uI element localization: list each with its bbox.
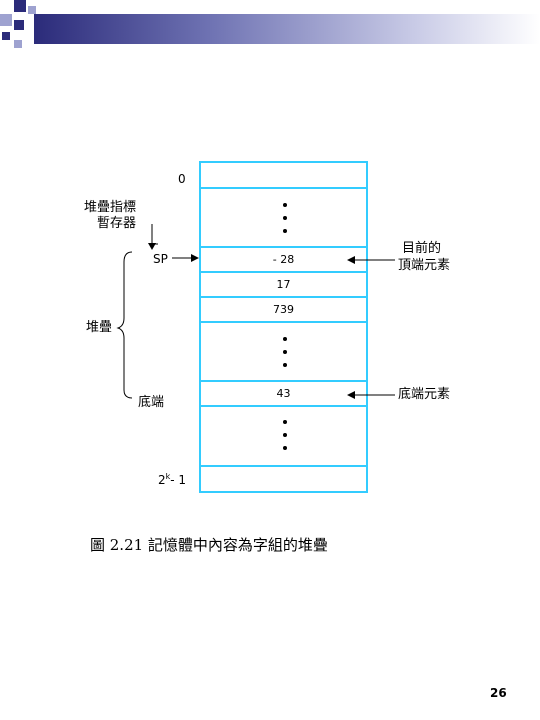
stack-label: 堆疊 (86, 320, 113, 335)
header-gradient-bar (34, 14, 540, 44)
address-top: 0 (178, 172, 186, 186)
ellipsis-dot (283, 363, 287, 367)
stack-cell-top: - 28 (272, 253, 295, 266)
ellipsis-dot (283, 446, 287, 450)
pointer-connector (151, 224, 158, 245)
stack-brace (116, 251, 133, 399)
pointer-register-label-line1: 堆疊指標 (84, 200, 137, 215)
ellipsis-dot (283, 203, 287, 207)
ellipsis-dot (283, 216, 287, 220)
stack-cell: 17 (276, 278, 291, 291)
page-number: 26 (490, 686, 507, 700)
figure-caption: 圖 2.21 記憶體中內容為字組的堆疊 (90, 536, 328, 554)
address-bottom: 2k- 1 (158, 472, 187, 487)
top-element-arrowhead (347, 256, 355, 264)
top-element-label-line2: 頂端元素 (398, 258, 451, 273)
stack-cell-bottom: 43 (276, 387, 291, 400)
ellipsis-dot (283, 433, 287, 437)
sp-arrowhead (191, 254, 199, 262)
bottom-element-arrowhead (347, 391, 355, 399)
bottom-label: 底端 (138, 395, 165, 410)
decorative-squares (0, 0, 60, 60)
ellipsis-dot (283, 350, 287, 354)
ellipsis-dot (283, 229, 287, 233)
sp-label: SP (153, 252, 168, 266)
pointer-register-label-line2: 暫存器 (97, 216, 137, 231)
stack-cell: 739 (273, 303, 294, 316)
memory-block (199, 161, 368, 493)
bottom-element-label: 底端元素 (398, 387, 451, 402)
ellipsis-dot (283, 420, 287, 424)
pointer-arrowhead (148, 243, 156, 250)
ellipsis-dot (283, 337, 287, 341)
top-element-label-line1: 目前的 (402, 241, 442, 256)
